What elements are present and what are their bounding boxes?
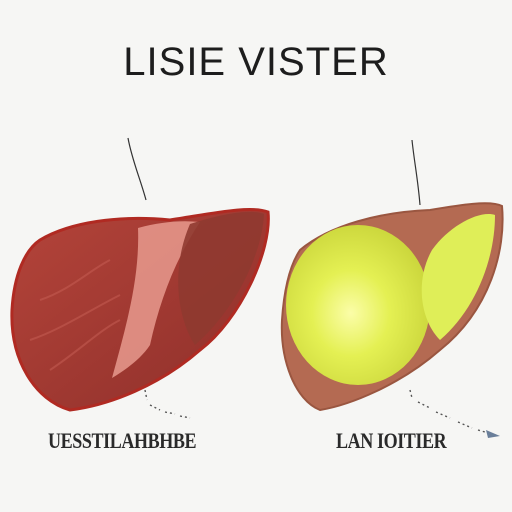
right-pointer-line — [411, 139, 421, 206]
healthy-liver — [10, 207, 270, 412]
fatty-liver-left-lobe — [286, 225, 430, 385]
healthy-liver-right-lobe — [178, 211, 264, 345]
fatty-liver-right-lobe — [421, 214, 495, 340]
healthy-liver-texture — [29, 259, 121, 371]
right-annotation-arrowhead — [486, 430, 500, 438]
left-annotation-dots — [144, 389, 191, 419]
left-pointer-line — [127, 137, 147, 201]
left-panel-label: UESSTILAHBHBE — [48, 428, 197, 453]
healthy-liver-pink-band — [112, 221, 200, 378]
right-annotation-dots — [409, 389, 493, 435]
right-panel-label: LAN IOITIER — [336, 428, 447, 453]
page-title: LISIE VISTER — [123, 40, 389, 84]
fatty-liver — [280, 202, 504, 412]
